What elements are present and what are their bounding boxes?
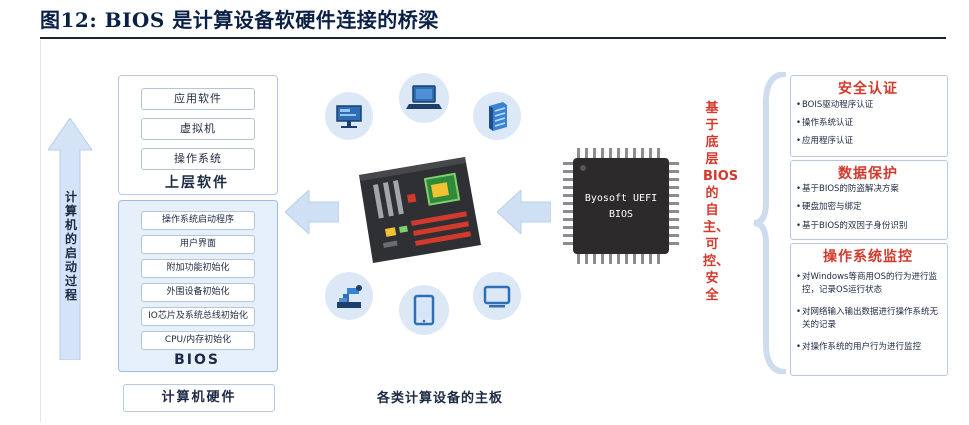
panel-bullet: •操作系统认证 [796,118,854,128]
upper-item-app: 应用软件 [141,88,255,110]
panel-data-protection [790,160,948,240]
bios-chip-image [563,148,679,264]
hardware-box: 计算机硬件 [123,384,275,412]
bios-item: 用户界面 [141,235,255,254]
boot-process-arrow [48,118,92,360]
boot-process-label: 计算机的启动过程 [64,190,77,302]
upper-item-vm: 虚拟机 [141,118,255,140]
panel-bullet: •对网络输入输出数据进行操作系统无关的记录 [796,307,939,330]
chip-label-line2: BIOS [608,209,634,220]
upper-software-label: 上层软件 [165,175,229,191]
tablet-icon [399,285,449,335]
autonomy-statement: 基于底层BIOS的自主、可控、安全 [703,101,739,303]
panel-bullet: •硬盘加密与绑定 [796,202,862,212]
bios-item: 外围设备初始化 [141,283,255,302]
brace-connector [753,72,787,374]
panel-os-monitoring [790,243,948,376]
arrow-to-bios [285,190,339,234]
laptop-icon [399,73,449,123]
chip-label-line1: Byosoft UEFI [584,193,658,204]
bios-item: CPU/内存初始化 [141,331,255,350]
bios-item: 附加功能初始化 [141,259,255,278]
upper-item-os: 操作系统 [141,148,255,170]
display-icon [473,272,521,320]
panel-bullet: •对Windows等商用OS的行为进行监控，记录OS运行状态 [796,272,938,295]
panel-title: 操作系统监控 [823,249,913,265]
monitor-icon [325,92,373,140]
bios-item: IO芯片及系统总线初始化 [141,307,255,326]
panel-title: 安全认证 [838,81,898,97]
panel-bullet: •应用程序认证 [796,136,854,146]
arrow-to-board [497,190,551,234]
panel-security-auth [790,75,948,157]
robot-arm-icon [325,272,373,320]
motherboard-image [359,157,481,263]
panel-bullet: •基于BIOS的防盗解决方案 [796,184,899,194]
motherboard-caption: 各类计算设备的主板 [376,391,503,406]
panel-bullet: •BOIS驱动程序认证 [796,100,874,110]
panel-bullet: •对操作系统的用户行为进行监控 [796,342,922,352]
bios-item: 操作系统启动程序 [141,211,255,230]
panel-bullet: •基于BIOS的双因子身份识别 [796,221,908,231]
bios-label: BIOS [174,352,220,368]
left-border [40,40,41,422]
figure-title: 图12: BIOS 是计算设备软硬件连接的桥梁 [40,8,439,32]
panel-title: 数据保护 [838,166,898,182]
title-divider [40,37,946,39]
server-icon [473,92,521,140]
